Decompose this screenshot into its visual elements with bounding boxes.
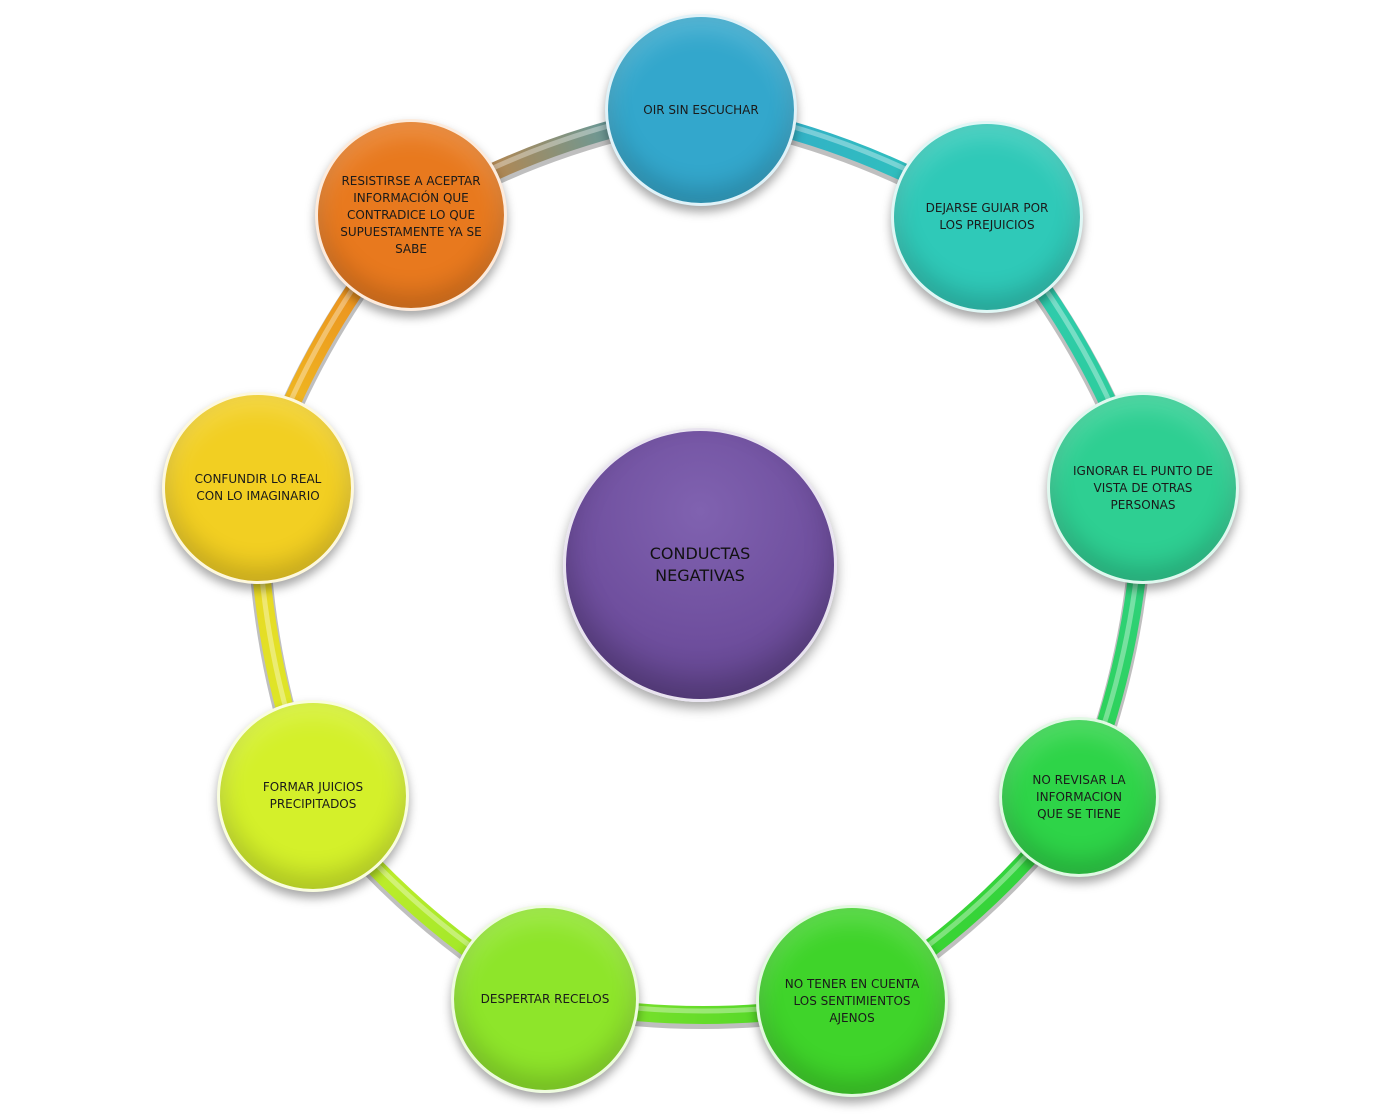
cycle-node: NO TENER EN CUENTA LOS SENTIMIENTOS AJEN…: [756, 905, 948, 1097]
cycle-node: FORMAR JUICIOS PRECIPITADOS: [217, 700, 409, 892]
cycle-node: CONFUNDIR LO REAL CON LO IMAGINARIO: [162, 392, 354, 584]
cycle-node-label: NO TENER EN CUENTA LOS SENTIMIENTOS AJEN…: [784, 976, 920, 1025]
cycle-node: IGNORAR EL PUNTO DE VISTA DE OTRAS PERSO…: [1047, 392, 1239, 584]
center-circle: CONDUCTAS NEGATIVAS: [563, 428, 837, 702]
cycle-node: OIR SIN ESCUCHAR: [605, 14, 797, 206]
cycle-node-label: DESPERTAR RECELOS: [480, 991, 610, 1006]
cycle-node-label: DEJARSE GUIAR POR LOS PREJUICIOS: [925, 201, 1049, 232]
cycle-node: DESPERTAR RECELOS: [451, 905, 639, 1093]
cycle-node-label: IGNORAR EL PUNTO DE VISTA DE OTRAS PERSO…: [1073, 463, 1213, 512]
cycle-node-label: OIR SIN ESCUCHAR: [643, 102, 759, 117]
cycle-node-label: NO REVISAR LA INFORMACION QUE SE TIENE: [1032, 772, 1126, 821]
center-label: CONDUCTAS NEGATIVAS: [649, 544, 751, 585]
cycle-node: NO REVISAR LA INFORMACION QUE SE TIENE: [999, 717, 1159, 877]
cycle-node: DEJARSE GUIAR POR LOS PREJUICIOS: [891, 121, 1083, 313]
cycle-node-label: CONFUNDIR LO REAL CON LO IMAGINARIO: [194, 472, 322, 503]
cycle-node: RESISTIRSE A ACEPTAR INFORMACIÓN QUE CON…: [315, 119, 507, 311]
cycle-node-label: RESISTIRSE A ACEPTAR INFORMACIÓN QUE CON…: [340, 173, 482, 256]
cycle-node-label: FORMAR JUICIOS PRECIPITADOS: [262, 780, 364, 811]
